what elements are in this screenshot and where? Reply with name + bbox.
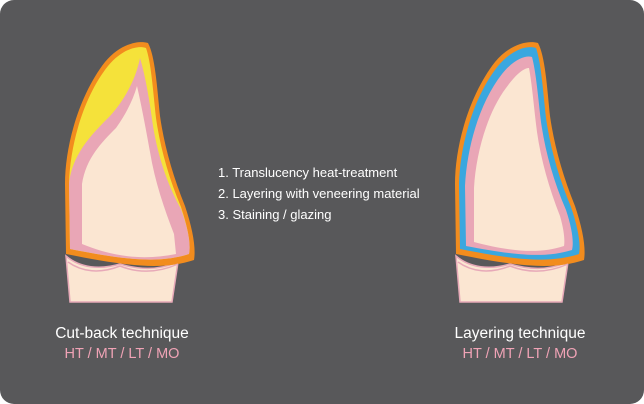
step-item: 3. Staining / glazing <box>218 204 420 225</box>
cutback-materials: HT / MT / LT / MO <box>12 344 232 364</box>
step-item: 2. Layering with veneering material <box>218 183 420 204</box>
cutback-caption: Cut-back technique HT / MT / LT / MO <box>12 324 232 364</box>
step-item: 1. Translucency heat-treatment <box>218 162 420 183</box>
layering-materials: HT / MT / LT / MO <box>410 344 630 364</box>
layering-caption: Layering technique HT / MT / LT / MO <box>410 324 630 364</box>
cutback-title: Cut-back technique <box>12 324 232 344</box>
layering-tooth-illustration <box>450 34 600 306</box>
cutback-tooth-illustration <box>60 34 210 306</box>
layering-title: Layering technique <box>410 324 630 344</box>
process-steps-list: 1. Translucency heat-treatment 2. Layeri… <box>218 162 420 225</box>
